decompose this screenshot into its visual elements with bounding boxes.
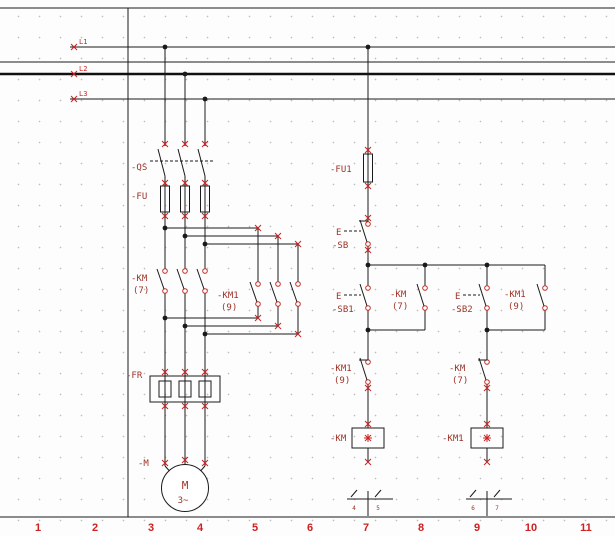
qs-switch[interactable]: -QS	[131, 148, 214, 177]
rail-label-l3: L3	[79, 90, 87, 98]
motor-circle	[161, 464, 209, 512]
km1-aux-contact[interactable]: -KM1 (9)	[504, 283, 548, 312]
sb-label: -SB	[332, 241, 348, 251]
km-coil[interactable]: -KM	[330, 427, 385, 449]
contact-mirror-km: 4 5	[347, 489, 393, 516]
motor[interactable]: -M M 3~	[138, 459, 209, 512]
column-number: 10	[525, 522, 537, 534]
column-number: 7	[363, 522, 369, 534]
connection-markers	[70, 43, 491, 467]
fu-label: -FU	[131, 192, 147, 202]
fu1-label: -FU1	[330, 165, 352, 175]
power-rails[interactable]: L1 L2 L3	[0, 38, 615, 100]
sheet-frame	[0, 7, 615, 518]
km1-main-label: -KM1	[217, 291, 239, 301]
km-main-contact[interactable]: -KM (7)	[131, 268, 208, 296]
junction-dots	[162, 44, 490, 337]
sb1-label: -SB1	[332, 305, 354, 315]
km-nc-contact[interactable]: -KM (7)	[449, 357, 490, 386]
km1-aux-label: -KM1	[504, 290, 526, 300]
km1-coil[interactable]: -KM1	[442, 427, 504, 449]
rail-label-l1: L1	[79, 38, 87, 46]
fu-fuses[interactable]: -FU	[131, 185, 210, 213]
km1-coil-label: -KM1	[442, 434, 464, 444]
fu1-fuse[interactable]: -FU1	[330, 153, 373, 183]
power-wiring[interactable]	[164, 47, 299, 477]
sb-stop-button[interactable]: E -SB	[332, 219, 371, 251]
motor-phase: 3~	[178, 496, 189, 506]
km1-nc-ref: (9)	[334, 376, 350, 386]
mirror-km-ref-1: 4	[352, 505, 356, 512]
km1-main-contact[interactable]: -KM1 (9)	[217, 281, 301, 313]
column-number: 2	[92, 522, 98, 534]
km-main-ref: (7)	[133, 286, 149, 296]
km-main-label: -KM	[131, 274, 148, 284]
mirror-km1-ref-1: 6	[471, 505, 475, 512]
column-number: 5	[252, 522, 258, 534]
sb2-start-button[interactable]: E -SB2	[451, 283, 490, 315]
km-aux-contact[interactable]: -KM (7)	[390, 283, 428, 312]
km-coil-label: -KM	[330, 434, 347, 444]
motor-designation: -M	[138, 459, 149, 469]
sb2-operator: E	[455, 292, 460, 302]
km-aux-label: -KM	[390, 290, 407, 300]
qs-label: -QS	[131, 163, 147, 173]
fr-label: -FR	[126, 371, 143, 381]
sb-operator: E	[336, 228, 341, 238]
km-nc-label: -KM	[449, 364, 466, 374]
sb2-label: -SB2	[451, 305, 473, 315]
column-ruler: 1 2 3 4 5 6 7 8 9 10 11	[35, 522, 592, 534]
fr-overload[interactable]: -FR	[126, 371, 221, 403]
column-number: 3	[148, 522, 154, 534]
km1-aux-ref: (9)	[508, 302, 524, 312]
column-number: 6	[307, 522, 313, 534]
km1-main-ref: (9)	[221, 303, 237, 313]
motor-letter: M	[182, 479, 189, 492]
column-number: 11	[580, 522, 592, 534]
column-number: 9	[474, 522, 480, 534]
column-number: 4	[197, 522, 204, 534]
km1-nc-contact[interactable]: -KM1 (9)	[330, 357, 371, 386]
rail-label-l2: L2	[79, 65, 87, 73]
km1-nc-label: -KM1	[330, 364, 352, 374]
contact-mirror-km1: 6 7	[466, 489, 512, 516]
sb1-start-button[interactable]: E -SB1	[332, 283, 371, 315]
mirror-km1-ref-2: 7	[495, 505, 499, 512]
control-wiring[interactable]	[367, 47, 546, 462]
km-nc-ref: (7)	[452, 376, 468, 386]
column-number: 1	[35, 522, 41, 534]
mirror-km-ref-2: 5	[376, 505, 380, 512]
sb1-operator: E	[336, 292, 341, 302]
column-number: 8	[418, 522, 424, 534]
km-aux-ref: (7)	[392, 302, 408, 312]
